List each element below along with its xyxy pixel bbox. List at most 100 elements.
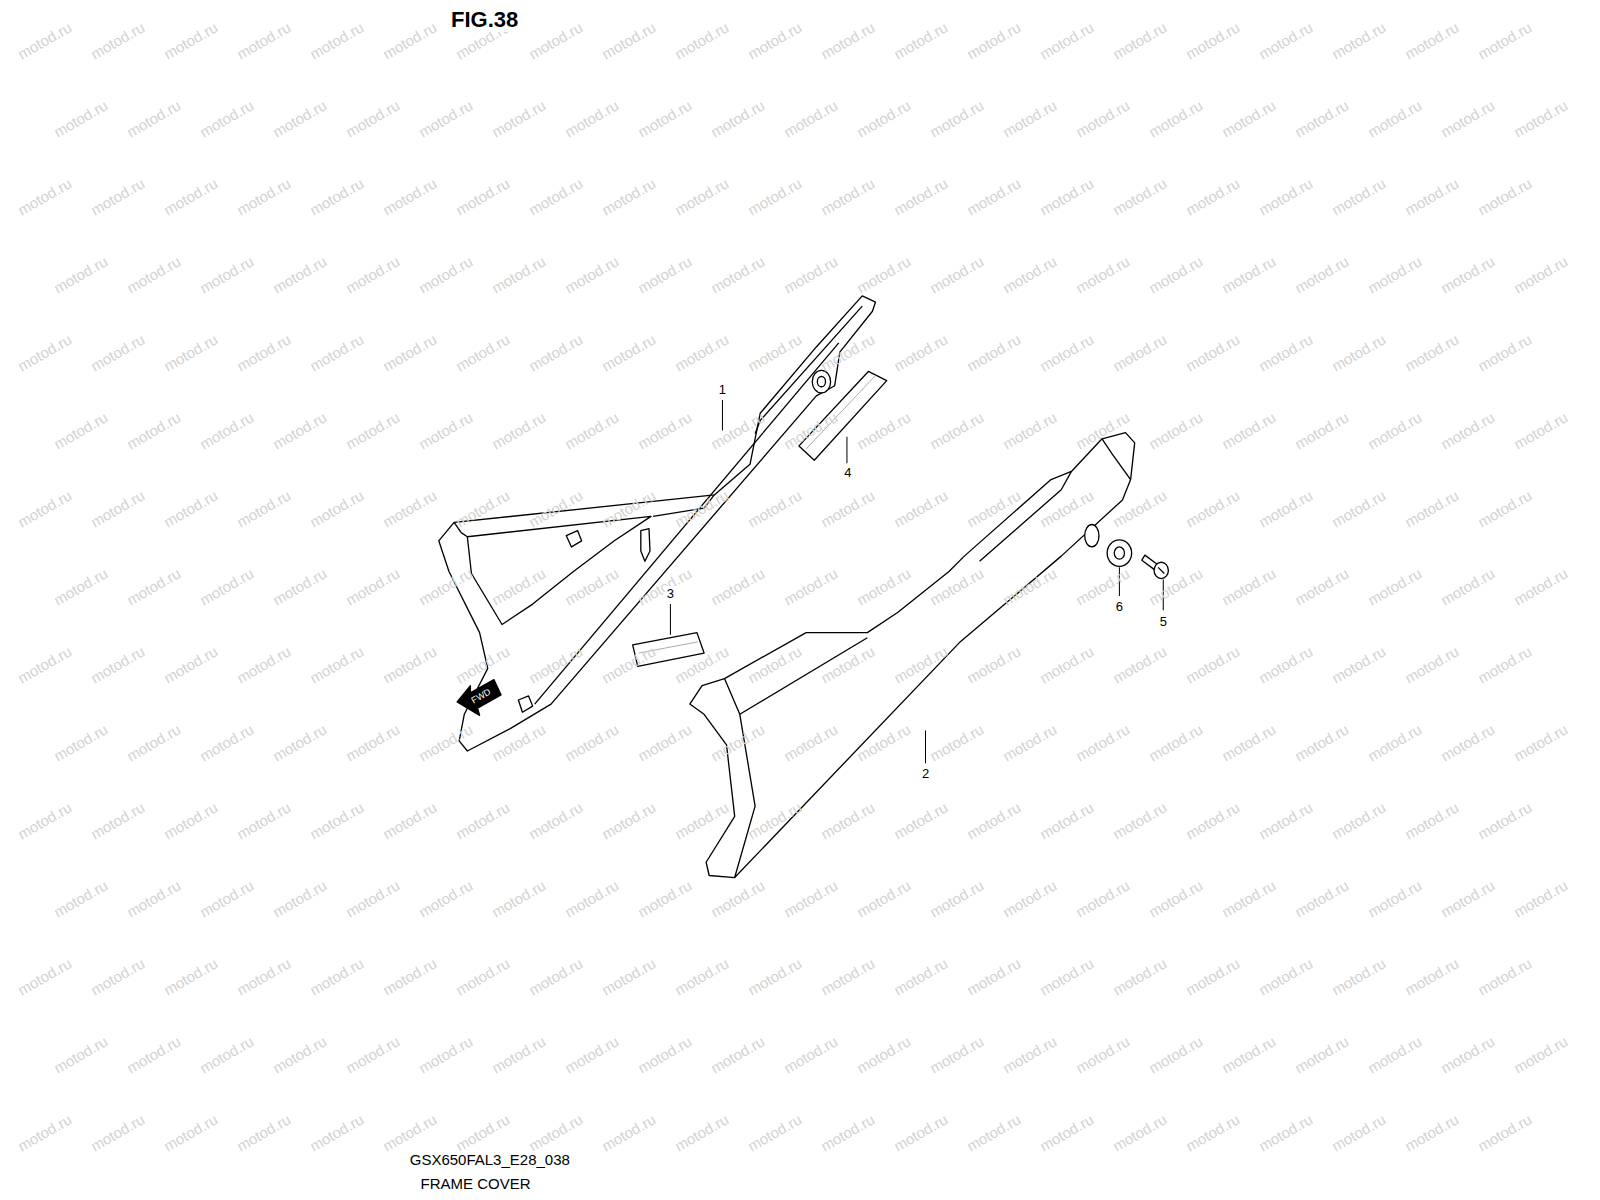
watermark: motod.ru [344,97,403,140]
watermark: motod.ru [709,97,768,140]
watermark: motod.ru [162,19,221,62]
watermark: motod.ru [819,799,878,842]
watermark: motod.ru [527,799,586,842]
watermark: motod.ru [746,487,805,530]
watermark: motod.ru [454,1111,513,1154]
watermark: motod.ru [1512,253,1571,296]
watermark: motod.ru [1001,253,1060,296]
watermark: motod.ru [1147,97,1206,140]
watermark: motod.ru [454,955,513,998]
watermark: motod.ru [1512,97,1571,140]
watermark: motod.ru [490,409,549,452]
watermark: motod.ru [198,565,257,608]
watermark: motod.ru [1366,721,1425,764]
watermark: motod.ru [1220,877,1279,920]
watermark: motod.ru [125,97,184,140]
grommet [1107,540,1131,567]
watermark: motod.ru [1330,1111,1389,1154]
watermark: motod.ru [1512,1033,1571,1076]
watermark: motod.ru [162,799,221,842]
figure-title: FIG.38 [449,8,520,32]
watermark: motod.ru [162,643,221,686]
watermark: motod.ru [490,97,549,140]
watermark: motod.ru [1366,1033,1425,1076]
watermark: motod.ru [527,19,586,62]
watermark: motod.ru [746,331,805,374]
watermark: motod.ru [527,955,586,998]
watermark: motod.ru [89,331,148,374]
watermark: motod.ru [855,877,914,920]
watermark: motod.ru [563,1033,622,1076]
watermark: motod.ru [1147,721,1206,764]
watermark: motod.ru [417,409,476,452]
watermark: motod.ru [1439,877,1498,920]
callout-number: 1 [717,382,728,397]
watermark: motod.ru [162,955,221,998]
watermark: motod.ru [636,409,695,452]
watermark: motod.ru [344,253,403,296]
figure-caption: FRAME COVER [419,1175,533,1192]
watermark: motod.ru [600,1111,659,1154]
watermark: motod.ru [89,19,148,62]
watermark: motod.ru [1147,877,1206,920]
watermark: motod.ru [125,565,184,608]
watermark: motod.ru [928,1033,987,1076]
watermark: motod.ru [271,409,330,452]
watermark: motod.ru [1074,253,1133,296]
watermark: motod.ru [600,799,659,842]
watermark: motod.ru [1439,565,1498,608]
watermark: motod.ru [1257,1111,1316,1154]
watermark: motod.ru [1038,799,1097,842]
watermark: motod.ru [1257,955,1316,998]
watermark: motod.ru [1111,331,1170,374]
watermark: motod.ru [819,1111,878,1154]
watermark: motod.ru [1038,643,1097,686]
watermark: motod.ru [308,487,367,530]
watermark: motod.ru [673,175,732,218]
watermark: motod.ru [965,955,1024,998]
watermark: motod.ru [89,799,148,842]
watermark: motod.ru [527,331,586,374]
watermark: motod.ru [1257,799,1316,842]
watermark: motod.ru [636,1033,695,1076]
watermark: motod.ru [1293,565,1352,608]
watermark: motod.ru [271,721,330,764]
watermark: motod.ru [855,1033,914,1076]
watermark: motod.ru [16,643,75,686]
watermark: motod.ru [600,175,659,218]
watermark: motod.ru [235,331,294,374]
watermark: motod.ru [673,19,732,62]
watermark: motod.ru [89,1111,148,1154]
watermark: motod.ru [1184,331,1243,374]
watermark: motod.ru [1403,1111,1462,1154]
watermark: motod.ru [1293,97,1352,140]
watermark: motod.ru [1111,955,1170,998]
watermark: motod.ru [892,955,951,998]
watermark: motod.ru [235,19,294,62]
watermark: motod.ru [746,19,805,62]
watermark: motod.ru [855,97,914,140]
watermark: motod.ru [1111,1111,1170,1154]
watermark: motod.ru [235,175,294,218]
watermark: motod.ru [381,19,440,62]
watermark: motod.ru [308,331,367,374]
watermark: motod.ru [271,97,330,140]
watermark: motod.ru [1147,253,1206,296]
watermark: motod.ru [1476,799,1535,842]
watermark: motod.ru [125,253,184,296]
watermark: motod.ru [1476,331,1535,374]
watermark: motod.ru [892,487,951,530]
watermark: motod.ru [381,487,440,530]
watermark: motod.ru [89,487,148,530]
watermark: motod.ru [308,955,367,998]
watermark: motod.ru [965,19,1024,62]
watermark: motod.ru [454,799,513,842]
watermark: motod.ru [1001,97,1060,140]
leader-lines [670,400,1163,763]
watermark: motod.ru [1111,19,1170,62]
watermark: motod.ru [162,1111,221,1154]
watermark: motod.ru [746,1111,805,1154]
tape-strip [799,371,887,460]
watermark: motod.ru [965,799,1024,842]
watermark: motod.ru [1330,643,1389,686]
